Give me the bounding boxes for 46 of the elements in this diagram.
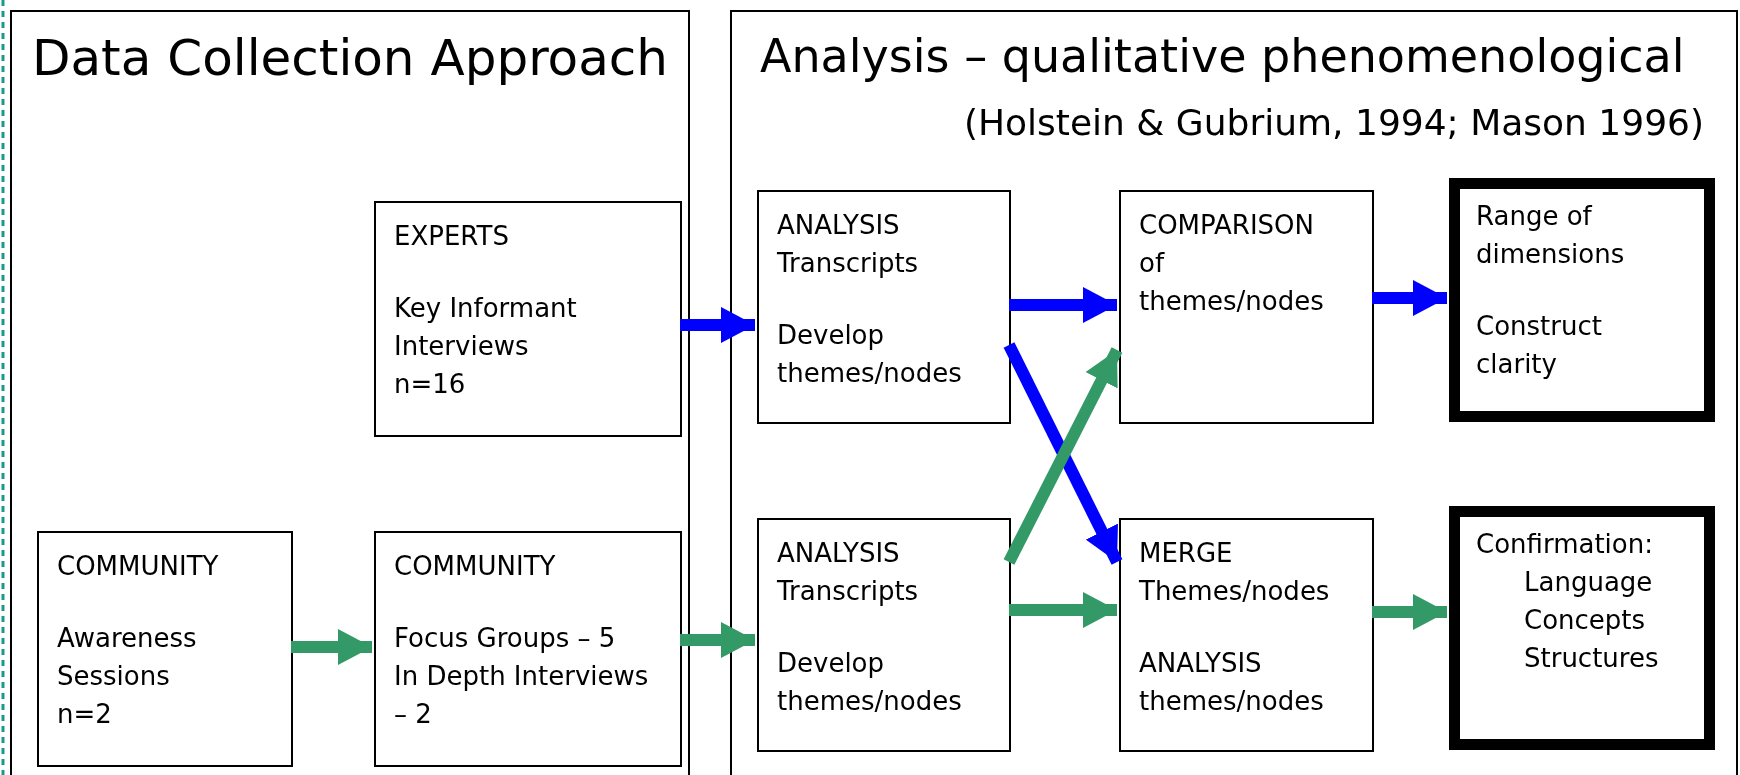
arrow	[1009, 287, 1117, 323]
box-text: COMMUNITY	[57, 550, 220, 583]
box-text: of themes/nodes	[1139, 247, 1325, 318]
box-text: EXPERTS	[394, 220, 510, 253]
process-box	[374, 531, 682, 767]
box-text: themes/nodes	[1139, 685, 1325, 718]
arrow	[1372, 280, 1447, 316]
outcome-box	[1449, 178, 1715, 422]
box-text: Develop themes/nodes	[777, 319, 963, 390]
process-box	[1119, 190, 1374, 424]
outcome-box	[1449, 506, 1715, 750]
box-text: Themes/nodes	[1139, 575, 1331, 608]
box-text: ANALYSIS	[1139, 647, 1263, 680]
arrow	[291, 629, 372, 665]
box-text: In Depth Interviews – 2	[394, 660, 650, 731]
box-text: n=16	[394, 368, 467, 401]
process-box	[1119, 518, 1374, 752]
box-text: Range of dimensions	[1476, 200, 1626, 271]
box-text: Focus Groups – 5	[394, 622, 617, 655]
panel-frame	[730, 10, 1738, 775]
panel-frame	[10, 10, 690, 775]
box-text: COMMUNITY	[394, 550, 557, 583]
box-text: Concepts	[1523, 604, 1647, 637]
arrow	[1009, 592, 1117, 628]
box-text: ANALYSIS	[777, 537, 901, 570]
box-text: Develop themes/nodes	[777, 647, 963, 718]
box-text: Transcripts	[777, 575, 920, 608]
process-box	[374, 201, 682, 437]
panel-heading: Data Collection Approach	[30, 30, 669, 88]
box-text: ANALYSIS	[777, 209, 901, 242]
arrow	[680, 307, 755, 343]
process-box	[37, 531, 293, 767]
box-text: Transcripts	[777, 247, 920, 280]
arrow	[680, 622, 755, 658]
box-text: Construct clarity	[1476, 310, 1603, 381]
panel-heading: Analysis – qualitative phenomenological	[760, 30, 1685, 83]
arrow	[1372, 594, 1447, 630]
process-box	[757, 518, 1011, 752]
process-box	[757, 190, 1011, 424]
box-text: COMPARISON	[1139, 209, 1315, 242]
box-text: Confirmation:	[1476, 528, 1654, 561]
box-text: Language	[1523, 566, 1654, 599]
box-text: n=2	[57, 698, 113, 731]
box-text: MERGE	[1139, 537, 1234, 570]
citation-text: (Holstein & Gubrium, 1994; Mason 1996)	[963, 102, 1704, 144]
box-text: Structures	[1523, 642, 1660, 675]
